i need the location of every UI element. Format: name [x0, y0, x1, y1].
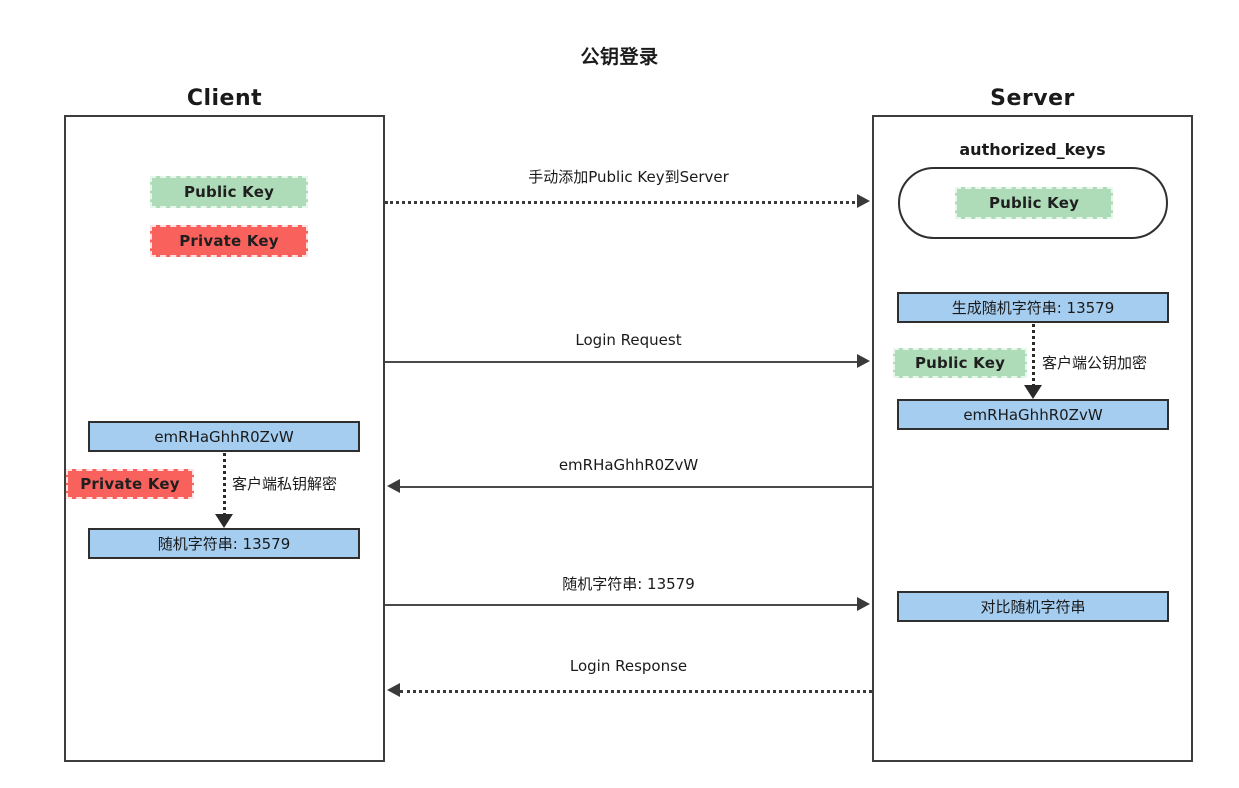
server-compare-random-box: 对比随机字符串 [897, 591, 1169, 622]
server-generate-random-box: 生成随机字符串: 13579 [897, 292, 1169, 323]
server-column-title: Server [990, 86, 1075, 111]
server-encrypt-label: 客户端公钥加密 [1042, 354, 1148, 372]
server-encrypted-token-box: emRHaGhhR0ZvW [897, 399, 1169, 430]
flow-label-random-string: 随机字符串: 13579 [562, 575, 695, 593]
flow-line-login-response [400, 690, 872, 693]
flow-line-login-request [385, 361, 857, 363]
client-decrypted-random-box: 随机字符串: 13579 [88, 528, 360, 559]
flow-arrowhead-random-string [857, 597, 870, 611]
page-title: 公钥登录 [580, 46, 659, 68]
flow-label-encrypted-token: emRHaGhhR0ZvW [558, 456, 699, 474]
authorized-keys-label: authorized_keys [959, 140, 1106, 159]
client-decrypt-label: 客户端私钥解密 [232, 475, 338, 493]
flow-arrowhead-manual-add [857, 194, 870, 208]
client-column-title: Client [186, 86, 263, 111]
flow-label-login-response: Login Response [569, 657, 688, 675]
flow-label-login-request: Login Request [575, 331, 682, 349]
server-encrypt-arrowhead [1024, 385, 1042, 399]
client-decrypt-arrowhead [215, 514, 233, 528]
flow-line-manual-add [385, 201, 855, 204]
flow-arrowhead-login-response [387, 683, 400, 697]
flow-arrowhead-encrypted-token [387, 479, 400, 493]
server-encrypt-connector [1032, 324, 1035, 387]
server-encrypt-public-key-chip: Public Key [893, 348, 1027, 378]
flow-line-random-string [385, 604, 857, 606]
flow-label-manual-add: 手动添加Public Key到Server [528, 168, 729, 186]
client-public-key-chip: Public Key [150, 176, 308, 208]
client-decrypt-private-key-chip: Private Key [66, 469, 194, 499]
client-encrypted-token-box: emRHaGhhR0ZvW [88, 421, 360, 452]
flow-arrowhead-login-request [857, 354, 870, 368]
server-authorized-public-key-chip: Public Key [955, 187, 1113, 219]
flow-line-encrypted-token [400, 486, 872, 488]
client-private-key-chip: Private Key [150, 225, 308, 257]
client-decrypt-connector [223, 453, 226, 516]
